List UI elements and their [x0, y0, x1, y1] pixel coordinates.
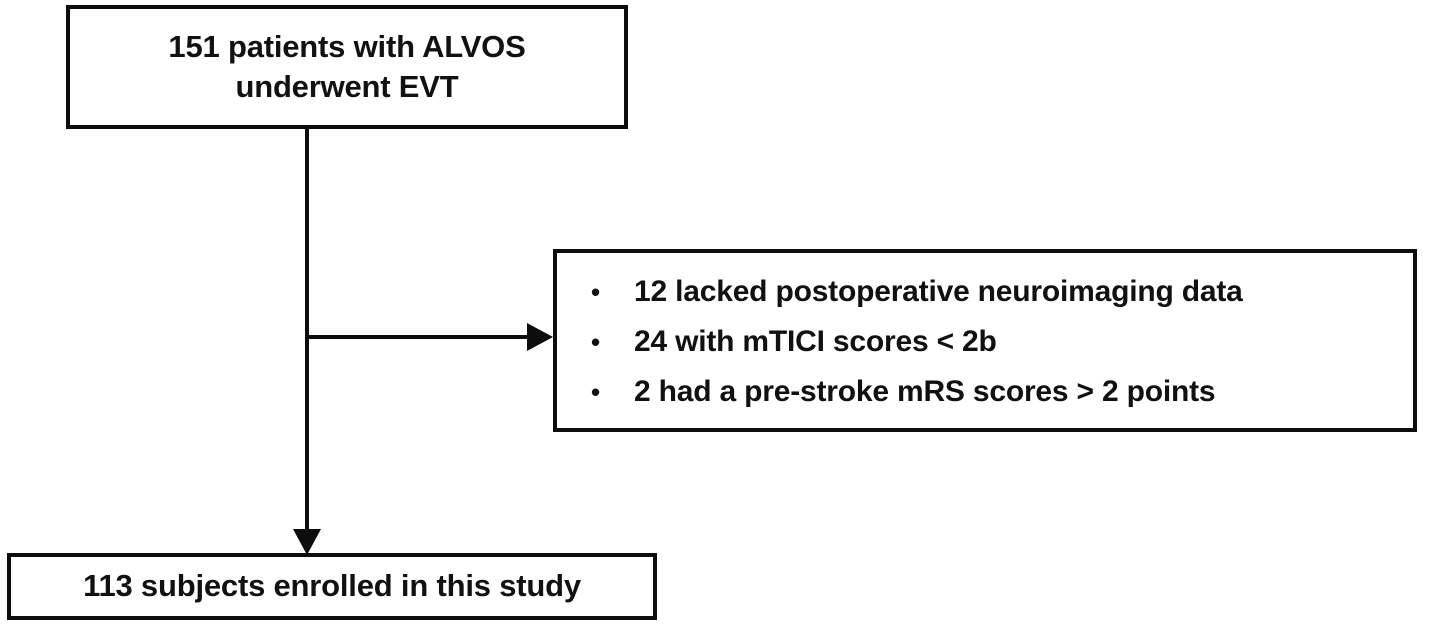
exclusion-item-label: 12 lacked postoperative neuroimaging dat… [634, 275, 1243, 308]
list-item: • 24 with mTICI scores < 2b [557, 325, 1413, 375]
arrowhead-right-icon [527, 323, 553, 351]
exclusion-item-label: 24 with mTICI scores < 2b [634, 325, 997, 358]
node-source-population: 151 patients with ALVOS underwent EVT [66, 5, 628, 129]
arrowhead-down-icon [293, 529, 321, 555]
list-item: • 2 had a pre-stroke mRS scores > 2 poin… [557, 375, 1413, 425]
list-item: • 12 lacked postoperative neuroimaging d… [557, 275, 1413, 325]
exclusion-list: • 12 lacked postoperative neuroimaging d… [557, 275, 1413, 425]
bullet-point-icon: • [591, 327, 600, 357]
bullet-point-icon: • [591, 277, 600, 307]
node-exclusion-criteria: • 12 lacked postoperative neuroimaging d… [553, 249, 1417, 432]
exclusion-item-label: 2 had a pre-stroke mRS scores > 2 points [634, 375, 1216, 408]
connector-horizontal-line [307, 335, 534, 339]
final-cohort-label: 113 subjects enrolled in this study [83, 568, 581, 604]
source-population-label: 151 patients with ALVOS underwent EVT [168, 28, 526, 104]
node-final-cohort: 113 subjects enrolled in this study [7, 553, 657, 620]
bullet-point-icon: • [591, 377, 600, 407]
